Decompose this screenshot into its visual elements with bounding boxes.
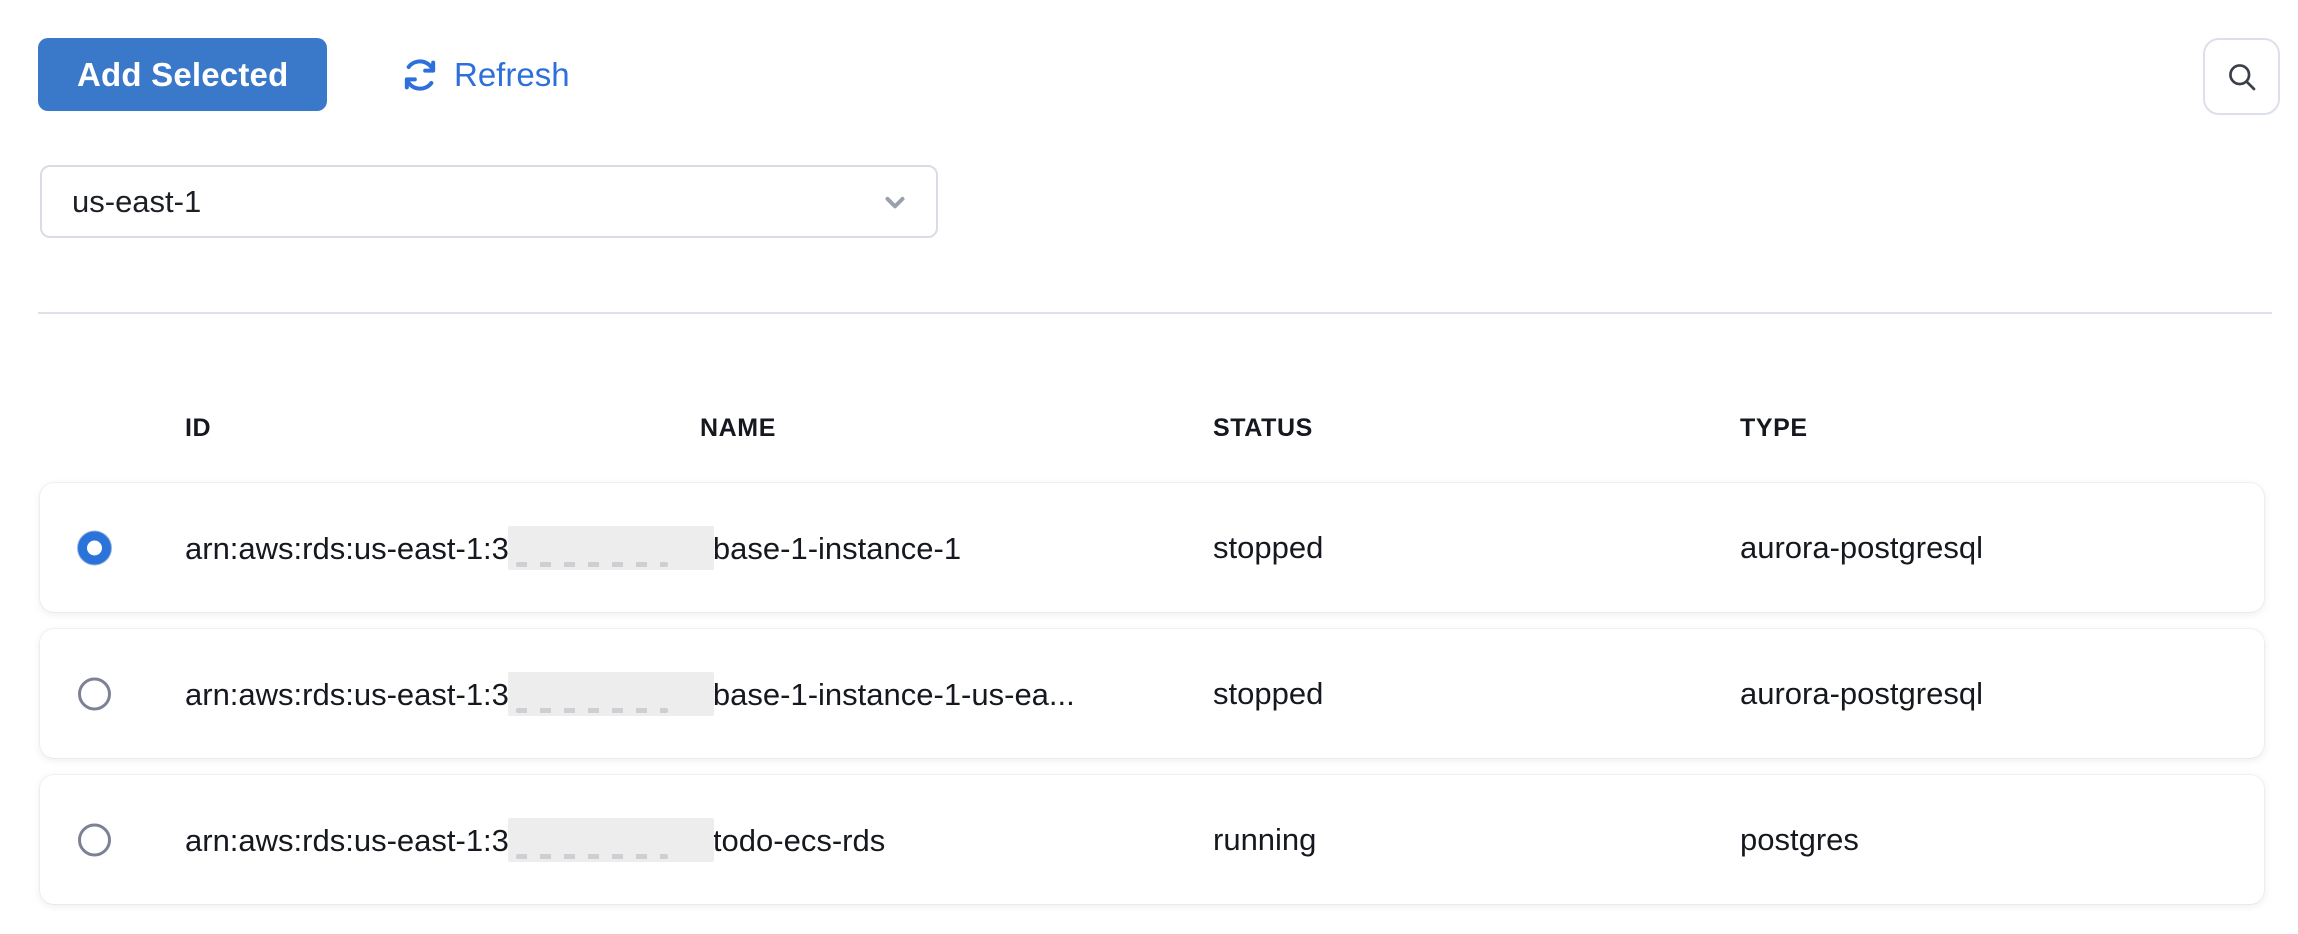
cell-type: aurora-postgresql: [1740, 529, 1983, 565]
column-header-name: NAME: [700, 414, 777, 442]
cell-type: aurora-postgresql: [1740, 675, 1983, 711]
divider: [38, 312, 2272, 314]
region-select[interactable]: us-east-1: [40, 165, 938, 238]
refresh-label: Refresh: [454, 56, 570, 93]
redacted-account-id: [507, 525, 714, 570]
cell-status: stopped: [1213, 529, 1324, 565]
add-selected-button[interactable]: Add Selected: [38, 38, 328, 111]
cell-status: stopped: [1213, 675, 1324, 711]
redacted-account-id: [507, 817, 714, 862]
column-header-status: STATUS: [1213, 414, 1313, 442]
chevron-down-icon: [885, 196, 905, 208]
cell-status: running: [1213, 821, 1317, 857]
refresh-icon: [404, 59, 436, 91]
radio-button[interactable]: [78, 677, 111, 710]
search-button[interactable]: [2203, 38, 2280, 115]
cell-type: postgres: [1740, 821, 1859, 857]
refresh-button[interactable]: Refresh: [400, 52, 570, 98]
radio-button[interactable]: [78, 823, 111, 856]
region-select-value: us-east-1: [72, 183, 202, 219]
column-header-type: TYPE: [1740, 414, 1808, 442]
search-icon: [2228, 63, 2255, 90]
column-header-id: ID: [185, 414, 212, 442]
radio-button[interactable]: [78, 531, 111, 564]
redacted-account-id: [507, 671, 714, 716]
